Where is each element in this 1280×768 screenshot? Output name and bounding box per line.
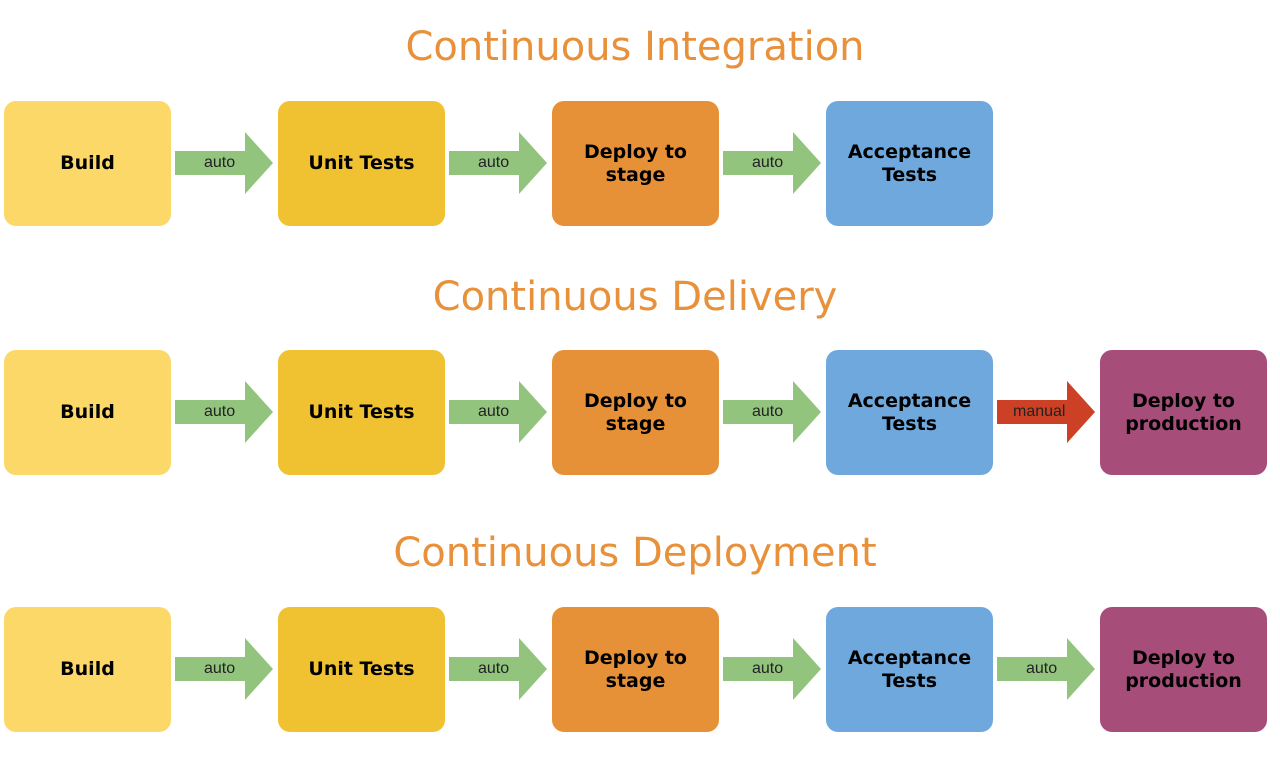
stage-unit-tests: Unit Tests bbox=[278, 101, 445, 226]
auto-transition-arrow: auto bbox=[723, 638, 823, 700]
stage-build: Build bbox=[4, 101, 171, 226]
transition-label: auto bbox=[478, 154, 510, 171]
arrow-right-icon bbox=[449, 638, 547, 700]
stage-label: Deploy to stage bbox=[584, 140, 687, 186]
stage-acceptance-tests: Acceptance Tests bbox=[826, 350, 993, 475]
stage-label: Deploy to production bbox=[1125, 389, 1242, 435]
stage-unit-tests: Unit Tests bbox=[278, 350, 445, 475]
arrow-right-icon bbox=[449, 132, 547, 194]
auto-transition-arrow: auto bbox=[997, 638, 1097, 700]
transition-label: auto bbox=[752, 154, 784, 171]
stage-label: Acceptance Tests bbox=[847, 646, 972, 692]
stage-label: Unit Tests bbox=[308, 401, 415, 423]
stage-label: Deploy to production bbox=[1125, 646, 1242, 692]
stage-label: Acceptance Tests bbox=[847, 389, 972, 435]
arrow-right-icon bbox=[449, 381, 547, 443]
stage-acceptance-tests: Acceptance Tests bbox=[826, 607, 993, 732]
transition-label: auto bbox=[1026, 660, 1058, 677]
section-title-continuous-integration: Continuous Integration bbox=[405, 24, 865, 70]
section-title-continuous-delivery: Continuous Delivery bbox=[432, 274, 838, 320]
manual-transition-arrow: manual bbox=[997, 381, 1097, 443]
stage-label: Unit Tests bbox=[308, 152, 415, 174]
transition-label: auto bbox=[478, 403, 510, 420]
auto-transition-arrow: auto bbox=[175, 381, 275, 443]
stage-label: Deploy to stage bbox=[584, 646, 687, 692]
auto-transition-arrow: auto bbox=[175, 132, 275, 194]
transition-label: auto bbox=[204, 403, 236, 420]
transition-label: auto bbox=[752, 403, 784, 420]
stage-deploy-to-stage: Deploy to stage bbox=[552, 101, 719, 226]
stage-build: Build bbox=[4, 350, 171, 475]
stage-unit-tests: Unit Tests bbox=[278, 607, 445, 732]
stage-label: Deploy to stage bbox=[584, 389, 687, 435]
arrow-right-icon bbox=[997, 381, 1095, 443]
auto-transition-arrow: auto bbox=[175, 638, 275, 700]
auto-transition-arrow: auto bbox=[449, 381, 549, 443]
arrow-right-icon bbox=[723, 381, 821, 443]
stage-acceptance-tests: Acceptance Tests bbox=[826, 101, 993, 226]
transition-label: auto bbox=[204, 154, 236, 171]
stage-deploy-to-stage: Deploy to stage bbox=[552, 607, 719, 732]
arrow-right-icon bbox=[997, 638, 1095, 700]
transition-label: auto bbox=[204, 660, 236, 677]
stage-deploy-to-production: Deploy to production bbox=[1100, 350, 1267, 475]
stage-label: Build bbox=[60, 152, 115, 174]
transition-label: auto bbox=[752, 660, 784, 677]
section-title-continuous-deployment: Continuous Deployment bbox=[393, 530, 877, 576]
stage-deploy-to-production: Deploy to production bbox=[1100, 607, 1267, 732]
auto-transition-arrow: auto bbox=[723, 381, 823, 443]
auto-transition-arrow: auto bbox=[449, 638, 549, 700]
stage-label: Build bbox=[60, 658, 115, 680]
arrow-right-icon bbox=[175, 132, 273, 194]
transition-label: manual bbox=[1013, 403, 1066, 420]
arrow-right-icon bbox=[175, 381, 273, 443]
transition-label: auto bbox=[478, 660, 510, 677]
stage-label: Acceptance Tests bbox=[847, 140, 972, 186]
auto-transition-arrow: auto bbox=[449, 132, 549, 194]
stage-deploy-to-stage: Deploy to stage bbox=[552, 350, 719, 475]
stage-label: Build bbox=[60, 401, 115, 423]
auto-transition-arrow: auto bbox=[723, 132, 823, 194]
stage-label: Unit Tests bbox=[308, 658, 415, 680]
stage-build: Build bbox=[4, 607, 171, 732]
arrow-right-icon bbox=[723, 132, 821, 194]
arrow-right-icon bbox=[175, 638, 273, 700]
arrow-right-icon bbox=[723, 638, 821, 700]
